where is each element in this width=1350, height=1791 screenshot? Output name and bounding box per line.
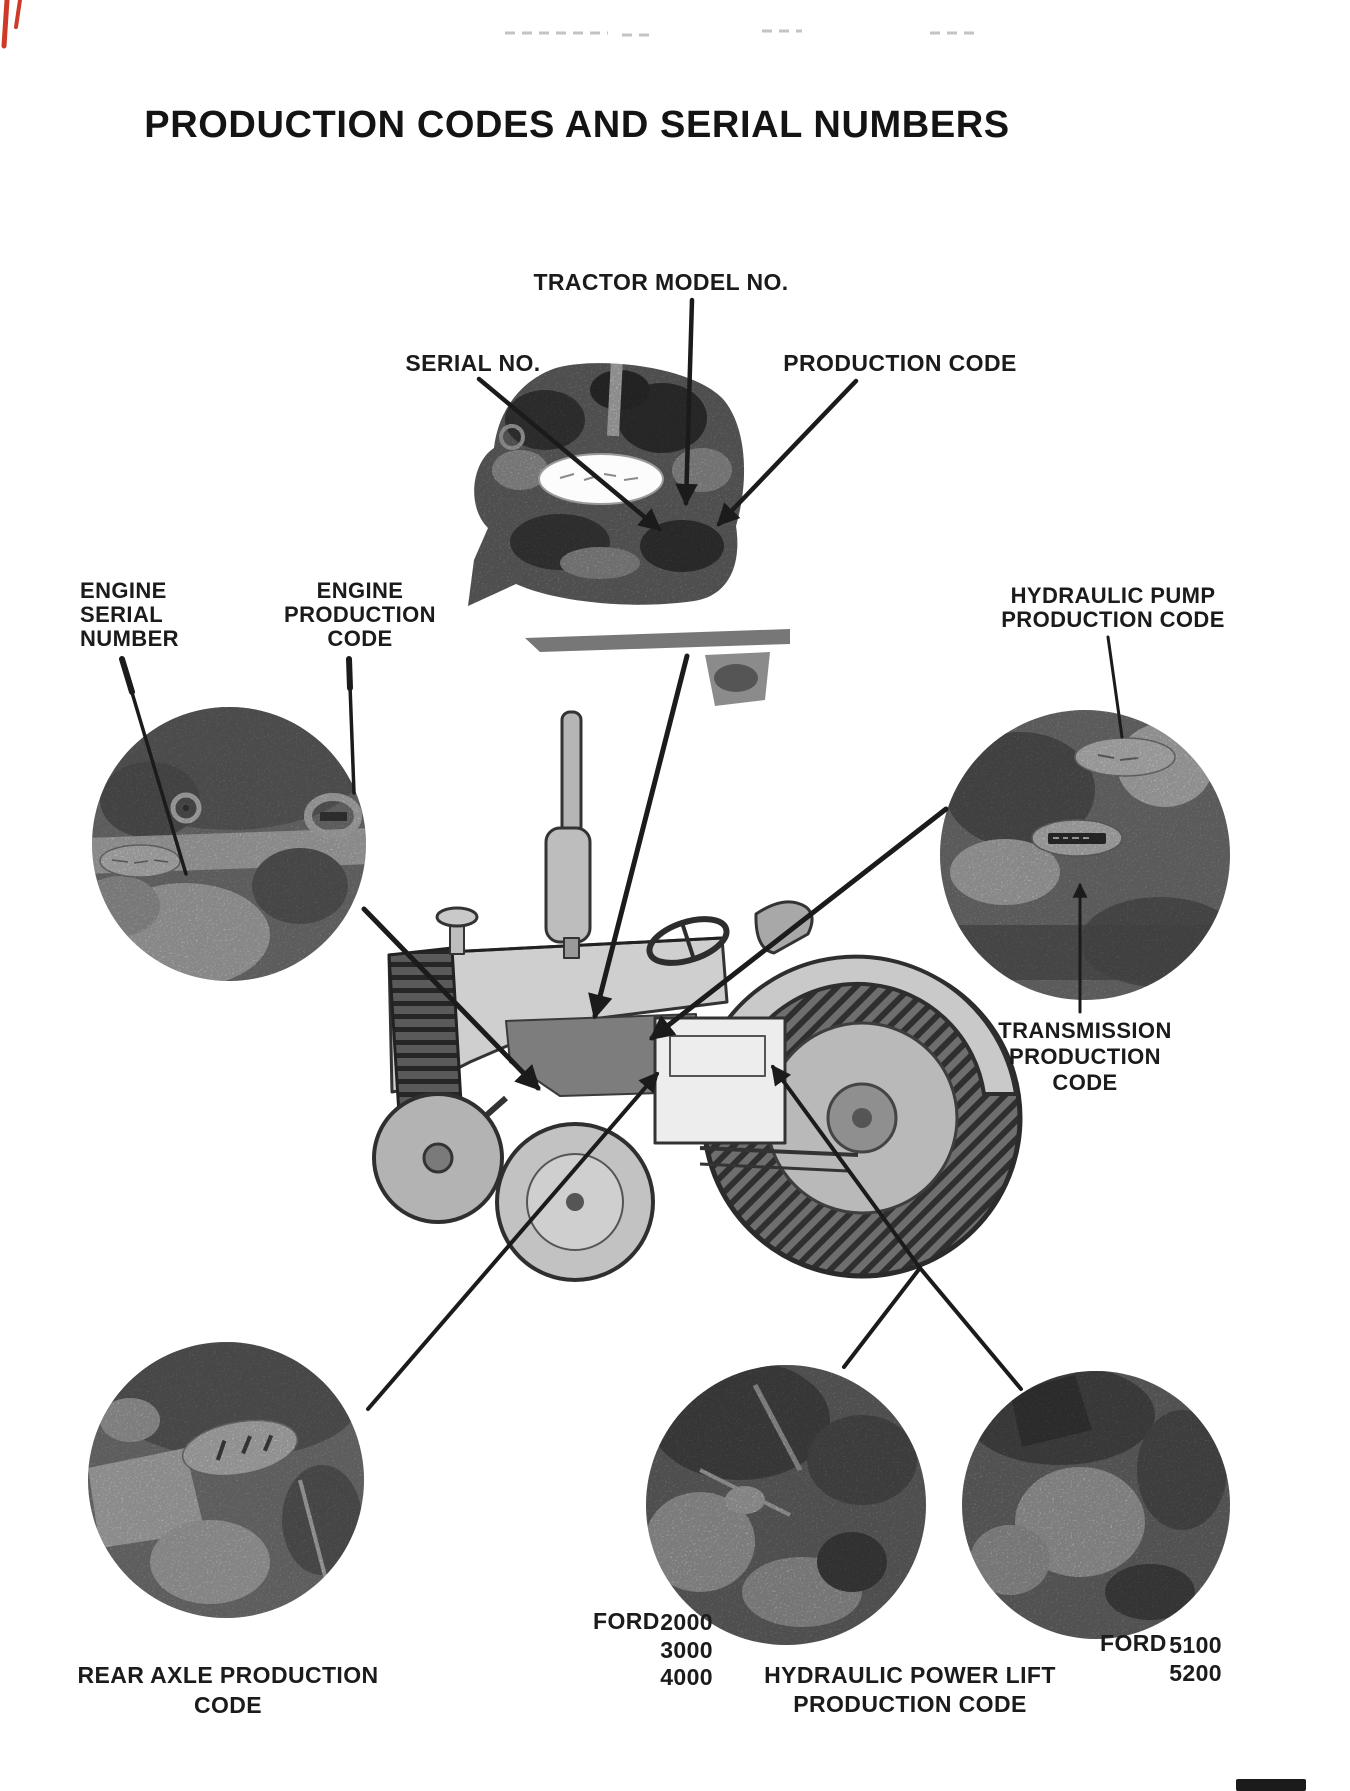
callout-transmission: TRANSMISSION PRODUCTION CODE: [998, 1018, 1172, 1095]
photo-engine: [92, 707, 366, 981]
callout-hydraulic-power-lift: HYDRAULIC POWER LIFT PRODUCTION CODE: [764, 1662, 1056, 1717]
seat: [754, 900, 814, 955]
callout-engine-production: ENGINE PRODUCTION CODE: [284, 578, 436, 651]
line-lift-branch-left: [842, 1266, 922, 1369]
front-wheel: [372, 1092, 504, 1224]
ford-model-2000: 2000: [660, 1609, 713, 1635]
callout-serial-no: SERIAL NO.: [405, 350, 541, 376]
tractor-illustration: [372, 710, 1023, 1282]
line-model-photo-to-tractor: [588, 653, 690, 1020]
photo-tractor-model-plate: [468, 363, 790, 706]
page-title: PRODUCTION CODES AND SERIAL NUMBERS: [144, 104, 1010, 146]
line-serial-no: [476, 376, 662, 532]
photo-hydraulic-lift-small: [646, 1365, 926, 1645]
line-lift-branch-right: [918, 1266, 1023, 1391]
rear-fender: [701, 954, 1018, 1096]
callout-tractor-model: TRACTOR MODEL NO.: [533, 269, 789, 295]
photo-hydraulic-pump: [940, 710, 1230, 1000]
ford-large-models: 5100 5200: [1140, 1631, 1222, 1687]
callout-hydraulic-pump: HYDRAULIC PUMP PRODUCTION CODE: [1001, 583, 1225, 632]
line-production-code: [716, 378, 859, 527]
page-edge-mark: [1236, 1779, 1306, 1791]
callout-production-code: PRODUCTION CODE: [783, 350, 1017, 376]
line-engine-photo-to-tractor: [361, 906, 541, 1091]
ford-model-4000: 4000: [660, 1664, 713, 1690]
mid-wheel: [495, 1122, 655, 1282]
ford-model-5100: 5100: [1169, 1632, 1222, 1658]
ford-large-brand: FORD: [1100, 1630, 1167, 1656]
callout-lines: [119, 297, 1124, 1411]
ford-model-3000: 3000: [660, 1636, 713, 1663]
callout-rear-axle: REAR AXLE PRODUCTION CODE: [77, 1662, 379, 1718]
line-tractor-model: [675, 297, 698, 507]
exhaust-stack: [544, 710, 592, 959]
photo-rear-axle: [88, 1342, 364, 1618]
line-hydraulic-pump: [1106, 635, 1124, 739]
line-pump-photo-to-tractor: [649, 806, 949, 1041]
ford-model-5200: 5200: [1169, 1660, 1222, 1686]
steering-wheel: [646, 916, 730, 966]
photo-hydraulic-lift-large: [962, 1371, 1230, 1639]
line-lift-stem: [771, 1064, 922, 1270]
page-scan-marks: [1, 0, 1306, 1791]
callout-engine-serial: ENGINE SERIAL NUMBER: [80, 578, 179, 651]
transmission-housing: [653, 1016, 859, 1173]
air-cleaner-cap: [435, 906, 479, 955]
ford-small-models: 2000 3000 4000: [630, 1609, 713, 1692]
line-rear-axle-photo-to-tractor: [366, 1071, 659, 1411]
ford-small-brand: FORD: [593, 1608, 660, 1634]
